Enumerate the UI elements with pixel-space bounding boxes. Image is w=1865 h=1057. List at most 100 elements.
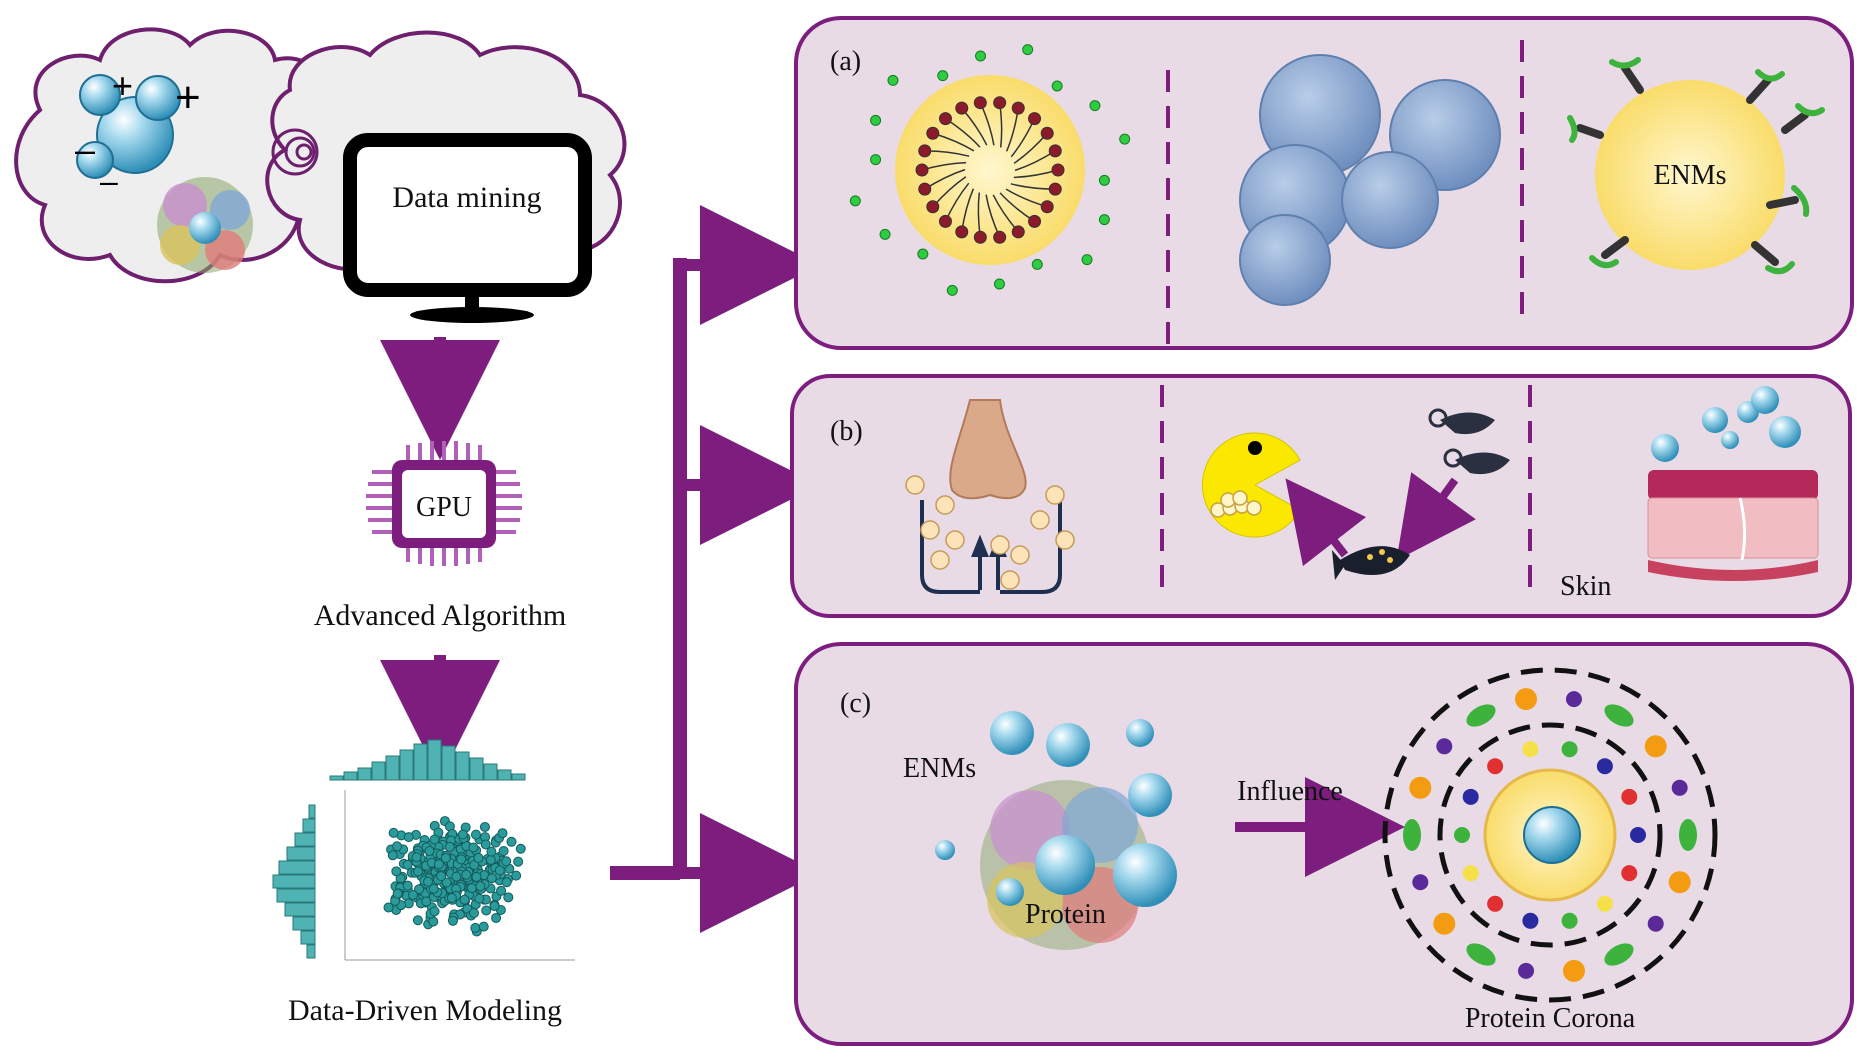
solvent-molecule [887, 74, 899, 86]
solvent-molecule [937, 70, 949, 82]
nose-icon [949, 399, 1027, 500]
scatter-point [441, 877, 452, 888]
scatter-point [447, 915, 458, 926]
solvent-molecule [879, 228, 891, 240]
inhaled-particle [990, 535, 1010, 555]
protein-complex-icon [157, 177, 253, 273]
scatter-point [403, 832, 414, 843]
left-histogram [272, 804, 316, 959]
scatter-point [414, 884, 425, 895]
lipid-head [938, 112, 952, 126]
corona-protein [1668, 871, 1691, 894]
lipid-head [955, 101, 969, 115]
histogram-bar [371, 761, 386, 781]
solvent-molecule [1098, 214, 1110, 226]
corona-protein [1466, 943, 1496, 966]
scatter-point [501, 877, 512, 888]
corona-protein [1522, 912, 1539, 929]
corona-protein [1403, 819, 1421, 851]
lipid-head [1011, 225, 1025, 239]
advanced-algorithm-label: Advanced Algorithm [314, 599, 566, 632]
solvent-molecule [1098, 174, 1110, 186]
solvent-molecule [1081, 254, 1093, 266]
scatter-point [478, 921, 489, 932]
scatter-point [469, 908, 480, 919]
solvent-molecule [1119, 133, 1131, 145]
histogram-bar [292, 916, 316, 931]
scatter-point [392, 888, 403, 899]
scatter-point [411, 852, 422, 863]
histogram-bar [343, 771, 358, 781]
corona-protein [1487, 758, 1504, 775]
lipid-head [926, 200, 940, 214]
histogram-bar [278, 860, 316, 875]
scatter-point [383, 902, 394, 913]
lipid-head [915, 163, 929, 177]
histogram-bar [329, 775, 344, 781]
lipid-head [955, 225, 969, 239]
scatter-point [503, 892, 514, 903]
scatter-point [468, 842, 479, 853]
scatter-point [407, 889, 418, 900]
corona-protein [1630, 827, 1646, 843]
corona-protein [1433, 912, 1456, 935]
histogram-bar [276, 888, 316, 903]
scatter-point [429, 834, 440, 845]
protein-corona-icon [1382, 667, 1718, 1003]
micelle-icon [849, 44, 1131, 296]
functionalized-enm-icon [1567, 57, 1825, 275]
corona-protein [1518, 962, 1535, 979]
panel-a-tag: (a) [830, 46, 861, 77]
solvent-molecule [870, 154, 882, 166]
scatter-point [459, 894, 470, 905]
lipid-head [1028, 214, 1042, 228]
scatter-point [494, 865, 505, 876]
scatter-point [433, 859, 444, 870]
fish-icon [1332, 546, 1410, 580]
corona-protein [1487, 895, 1504, 912]
gpu-label: GPU [416, 492, 472, 523]
corona-protein [1596, 895, 1613, 912]
scatter-point [402, 859, 413, 870]
panel-a-enms-label: ENMs [1653, 160, 1726, 191]
histogram-bar [427, 739, 442, 781]
charged-nanoparticles: + + – – [75, 65, 201, 199]
scatter-point [461, 869, 472, 880]
scatter-point [451, 871, 462, 882]
panel-b: (b) [790, 374, 1852, 618]
lipid-head [973, 96, 987, 110]
corona-protein [1604, 704, 1634, 727]
scatter-point [429, 906, 440, 917]
scatter-point [440, 853, 451, 864]
scatter-point [392, 841, 403, 852]
lipid-head [1048, 182, 1062, 196]
skin-label: Skin [1560, 571, 1611, 602]
pacman-icon [1201, 432, 1301, 538]
scatter-point [446, 892, 457, 903]
scatter-point [496, 885, 507, 896]
scatter-point [491, 912, 502, 923]
histogram-bar [308, 804, 316, 819]
scatter-point [506, 836, 517, 847]
scatter-point [456, 854, 467, 865]
solvent-molecule [1089, 100, 1101, 112]
scatter-plot-icon [272, 739, 575, 961]
skin-particles [1651, 386, 1801, 462]
histogram-bar [455, 751, 470, 781]
lipid-head [993, 230, 1007, 244]
corona-protein [1522, 741, 1539, 758]
signal-rings [271, 128, 319, 176]
lipid-head [993, 96, 1007, 110]
inhaled-particle [1045, 485, 1065, 505]
corona-protein [1621, 865, 1638, 882]
corona-protein [1621, 788, 1638, 805]
inhaled-particle [1055, 530, 1075, 550]
scatter-point [474, 893, 485, 904]
inhaled-particle [1010, 545, 1030, 565]
svg-text:+: + [175, 73, 201, 122]
corona-protein [1412, 874, 1429, 891]
scatter-point [436, 871, 447, 882]
corona-protein [1644, 735, 1667, 758]
scatter-point [470, 829, 481, 840]
protein-enm-complex-icon [935, 711, 1177, 950]
